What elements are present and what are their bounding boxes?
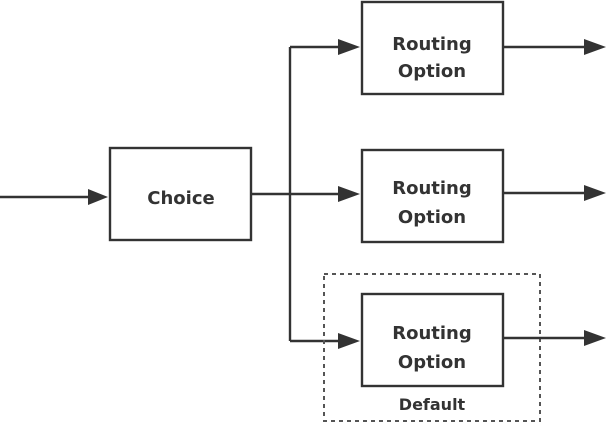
routing-option-2: Routing Option	[360, 148, 505, 244]
routing-option-2-line1: Routing	[392, 178, 472, 199]
routing-option-2-box	[360, 148, 505, 244]
routing-option-3-line1: Routing	[392, 323, 472, 344]
choice-node: Choice	[108, 146, 253, 242]
routing-option-1-line2: Option	[398, 61, 466, 82]
routing-option-2-line2: Option	[398, 207, 466, 228]
default-label: Default	[399, 395, 466, 414]
routing-option-1: Routing Option	[360, 0, 505, 96]
route-1-out-arrowhead	[584, 39, 606, 55]
routing-option-3: Routing Option	[360, 292, 505, 388]
route-3-arrowhead	[338, 333, 360, 349]
incoming-arrowhead	[88, 189, 108, 205]
routing-option-3-line2: Option	[398, 352, 466, 373]
default-frame	[323, 273, 541, 422]
choice-label: Choice	[147, 188, 214, 209]
routing-option-3-box	[360, 292, 505, 388]
routing-option-1-line1: Routing	[392, 34, 472, 55]
route-2-arrowhead	[338, 186, 360, 202]
route-2-out-arrowhead	[584, 185, 606, 201]
route-1-arrowhead	[338, 39, 360, 55]
route-3-out-arrowhead	[584, 330, 606, 346]
